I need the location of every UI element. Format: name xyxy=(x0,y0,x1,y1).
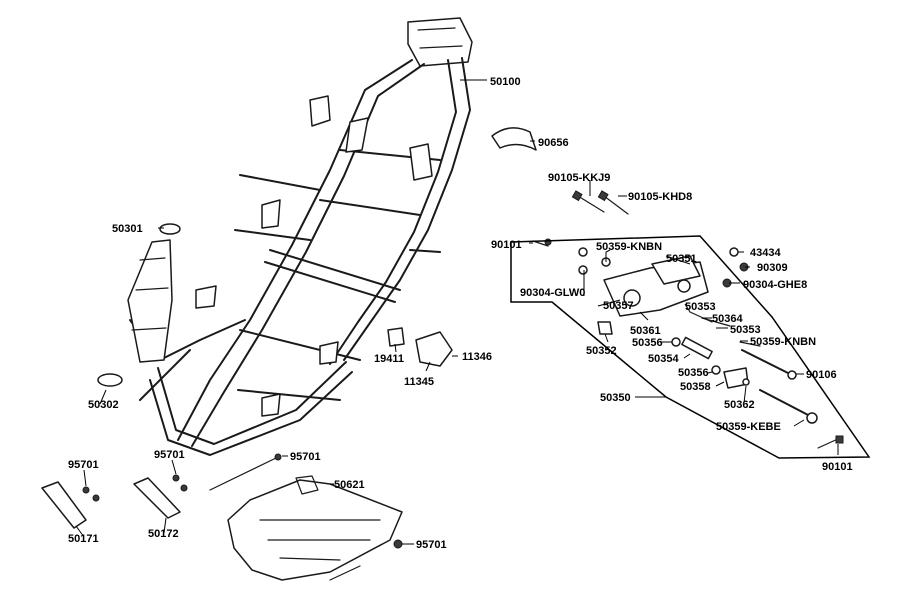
label-50350: 50350 xyxy=(600,392,631,404)
spacer-50354 xyxy=(681,336,713,360)
label-90105-kkj9: 90105-KKJ9 xyxy=(548,172,610,184)
label-50351: 50351 xyxy=(666,253,697,265)
label-90309: 90309 xyxy=(757,262,788,274)
bolt-90101-upper xyxy=(532,238,552,247)
label-50361: 50361 xyxy=(630,325,661,337)
stand-assembly-outline xyxy=(510,235,871,459)
bushing-50302 xyxy=(97,373,123,387)
label-50362: 50362 xyxy=(724,399,755,411)
label-95701-d: 95701 xyxy=(416,539,447,551)
label-50353-b: 50353 xyxy=(730,324,761,336)
bolt-90105-kkj9 xyxy=(571,190,605,213)
screw-95701-a xyxy=(82,486,90,494)
bolt-95701-top-head xyxy=(274,453,282,461)
label-90106: 90106 xyxy=(806,369,837,381)
label-90304-glw0: 90304-GLW0 xyxy=(520,287,585,299)
hinge-50171 xyxy=(41,481,87,529)
washer-50362 xyxy=(742,378,750,386)
part-number-labels: 50100 90656 90105-KKJ9 90105-KHD8 50301 … xyxy=(68,76,853,551)
washer-50357 xyxy=(578,265,588,275)
label-95701-b: 95701 xyxy=(154,449,185,461)
label-50356-b: 50356 xyxy=(678,367,709,379)
bolt-95701-bottom xyxy=(329,565,361,581)
label-43434: 43434 xyxy=(750,247,781,259)
label-50171: 50171 xyxy=(68,533,99,545)
label-90101-lower: 90101 xyxy=(822,461,853,473)
label-50100: 50100 xyxy=(490,76,521,88)
clip-50352 xyxy=(597,321,613,335)
label-50357: 50357 xyxy=(603,300,634,312)
pin-50364 xyxy=(701,317,731,327)
label-50354: 50354 xyxy=(648,353,679,365)
bolt-50359-knbn xyxy=(739,341,761,347)
bushing-50356-a xyxy=(671,337,681,347)
bolt-95701-bottom-head xyxy=(393,539,403,549)
label-50352: 50352 xyxy=(586,345,617,357)
bolt-90105-khd8 xyxy=(597,190,629,215)
washer-43434 xyxy=(729,247,739,257)
shaft-50359-kebe xyxy=(759,389,818,424)
label-95701-c: 95701 xyxy=(290,451,321,463)
bolt-90101-lower xyxy=(817,435,844,449)
bolt-95701-top xyxy=(209,457,277,491)
leader-lines xyxy=(75,79,839,545)
shaft-90106 xyxy=(741,349,797,380)
label-50172: 50172 xyxy=(148,528,179,540)
screw-95701-b xyxy=(92,494,100,502)
label-50364: 50364 xyxy=(712,313,743,325)
hose-11345 xyxy=(415,331,453,367)
label-50359-kebe: 50359-KEBE xyxy=(716,421,781,433)
label-11346: 11346 xyxy=(462,351,492,363)
screw-95701-d xyxy=(180,484,188,492)
screw-95701-c xyxy=(172,474,180,482)
label-11345: 11345 xyxy=(404,376,434,388)
undercover-50621 xyxy=(227,475,403,581)
main-frame-part xyxy=(127,17,473,456)
label-90656: 90656 xyxy=(538,137,569,149)
label-19411: 19411 xyxy=(374,353,404,365)
label-50359-knbn-lower: 50359-KNBN xyxy=(750,336,816,348)
label-50621: 50621 xyxy=(334,479,365,491)
label-50356-a: 50356 xyxy=(632,337,663,349)
cap-19411 xyxy=(387,327,405,347)
label-50359-knbn-upper: 50359-KNBN xyxy=(596,241,662,253)
nut-50359-upper xyxy=(578,247,588,257)
label-90304-ghe8: 90304-GHE8 xyxy=(743,279,807,291)
label-50302: 50302 xyxy=(88,399,119,411)
label-90101-upper: 90101 xyxy=(491,239,522,251)
bushing-50301 xyxy=(159,223,181,235)
bushing-50356-b xyxy=(711,365,721,375)
label-95701-a: 95701 xyxy=(68,459,99,471)
label-50301: 50301 xyxy=(112,223,143,235)
label-50353-a: 50353 xyxy=(685,301,716,313)
label-90105-khd8: 90105-KHD8 xyxy=(628,191,692,203)
hinge-50172 xyxy=(133,477,181,519)
label-50358: 50358 xyxy=(680,381,711,393)
strap-part xyxy=(491,127,537,151)
